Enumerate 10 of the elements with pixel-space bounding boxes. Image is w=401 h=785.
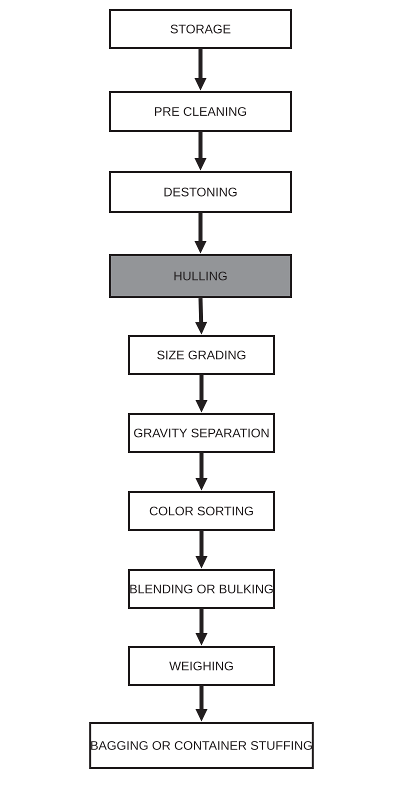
process-box: GRAVITY SEPARATION xyxy=(128,413,275,453)
process-box: BLENDING OR BULKING xyxy=(128,569,275,609)
process-box: STORAGE xyxy=(109,9,292,50)
process-box: COLOR SORTING xyxy=(128,491,275,531)
process-box: BAGGING OR CONTAINER STUFFING xyxy=(89,722,314,769)
process-box: WEIGHING xyxy=(128,646,275,686)
process-box: PRE CLEANING xyxy=(109,91,292,132)
process-box: HULLING xyxy=(109,254,292,298)
process-box: SIZE GRADING xyxy=(128,335,275,375)
process-box: DESTONING xyxy=(109,171,292,213)
